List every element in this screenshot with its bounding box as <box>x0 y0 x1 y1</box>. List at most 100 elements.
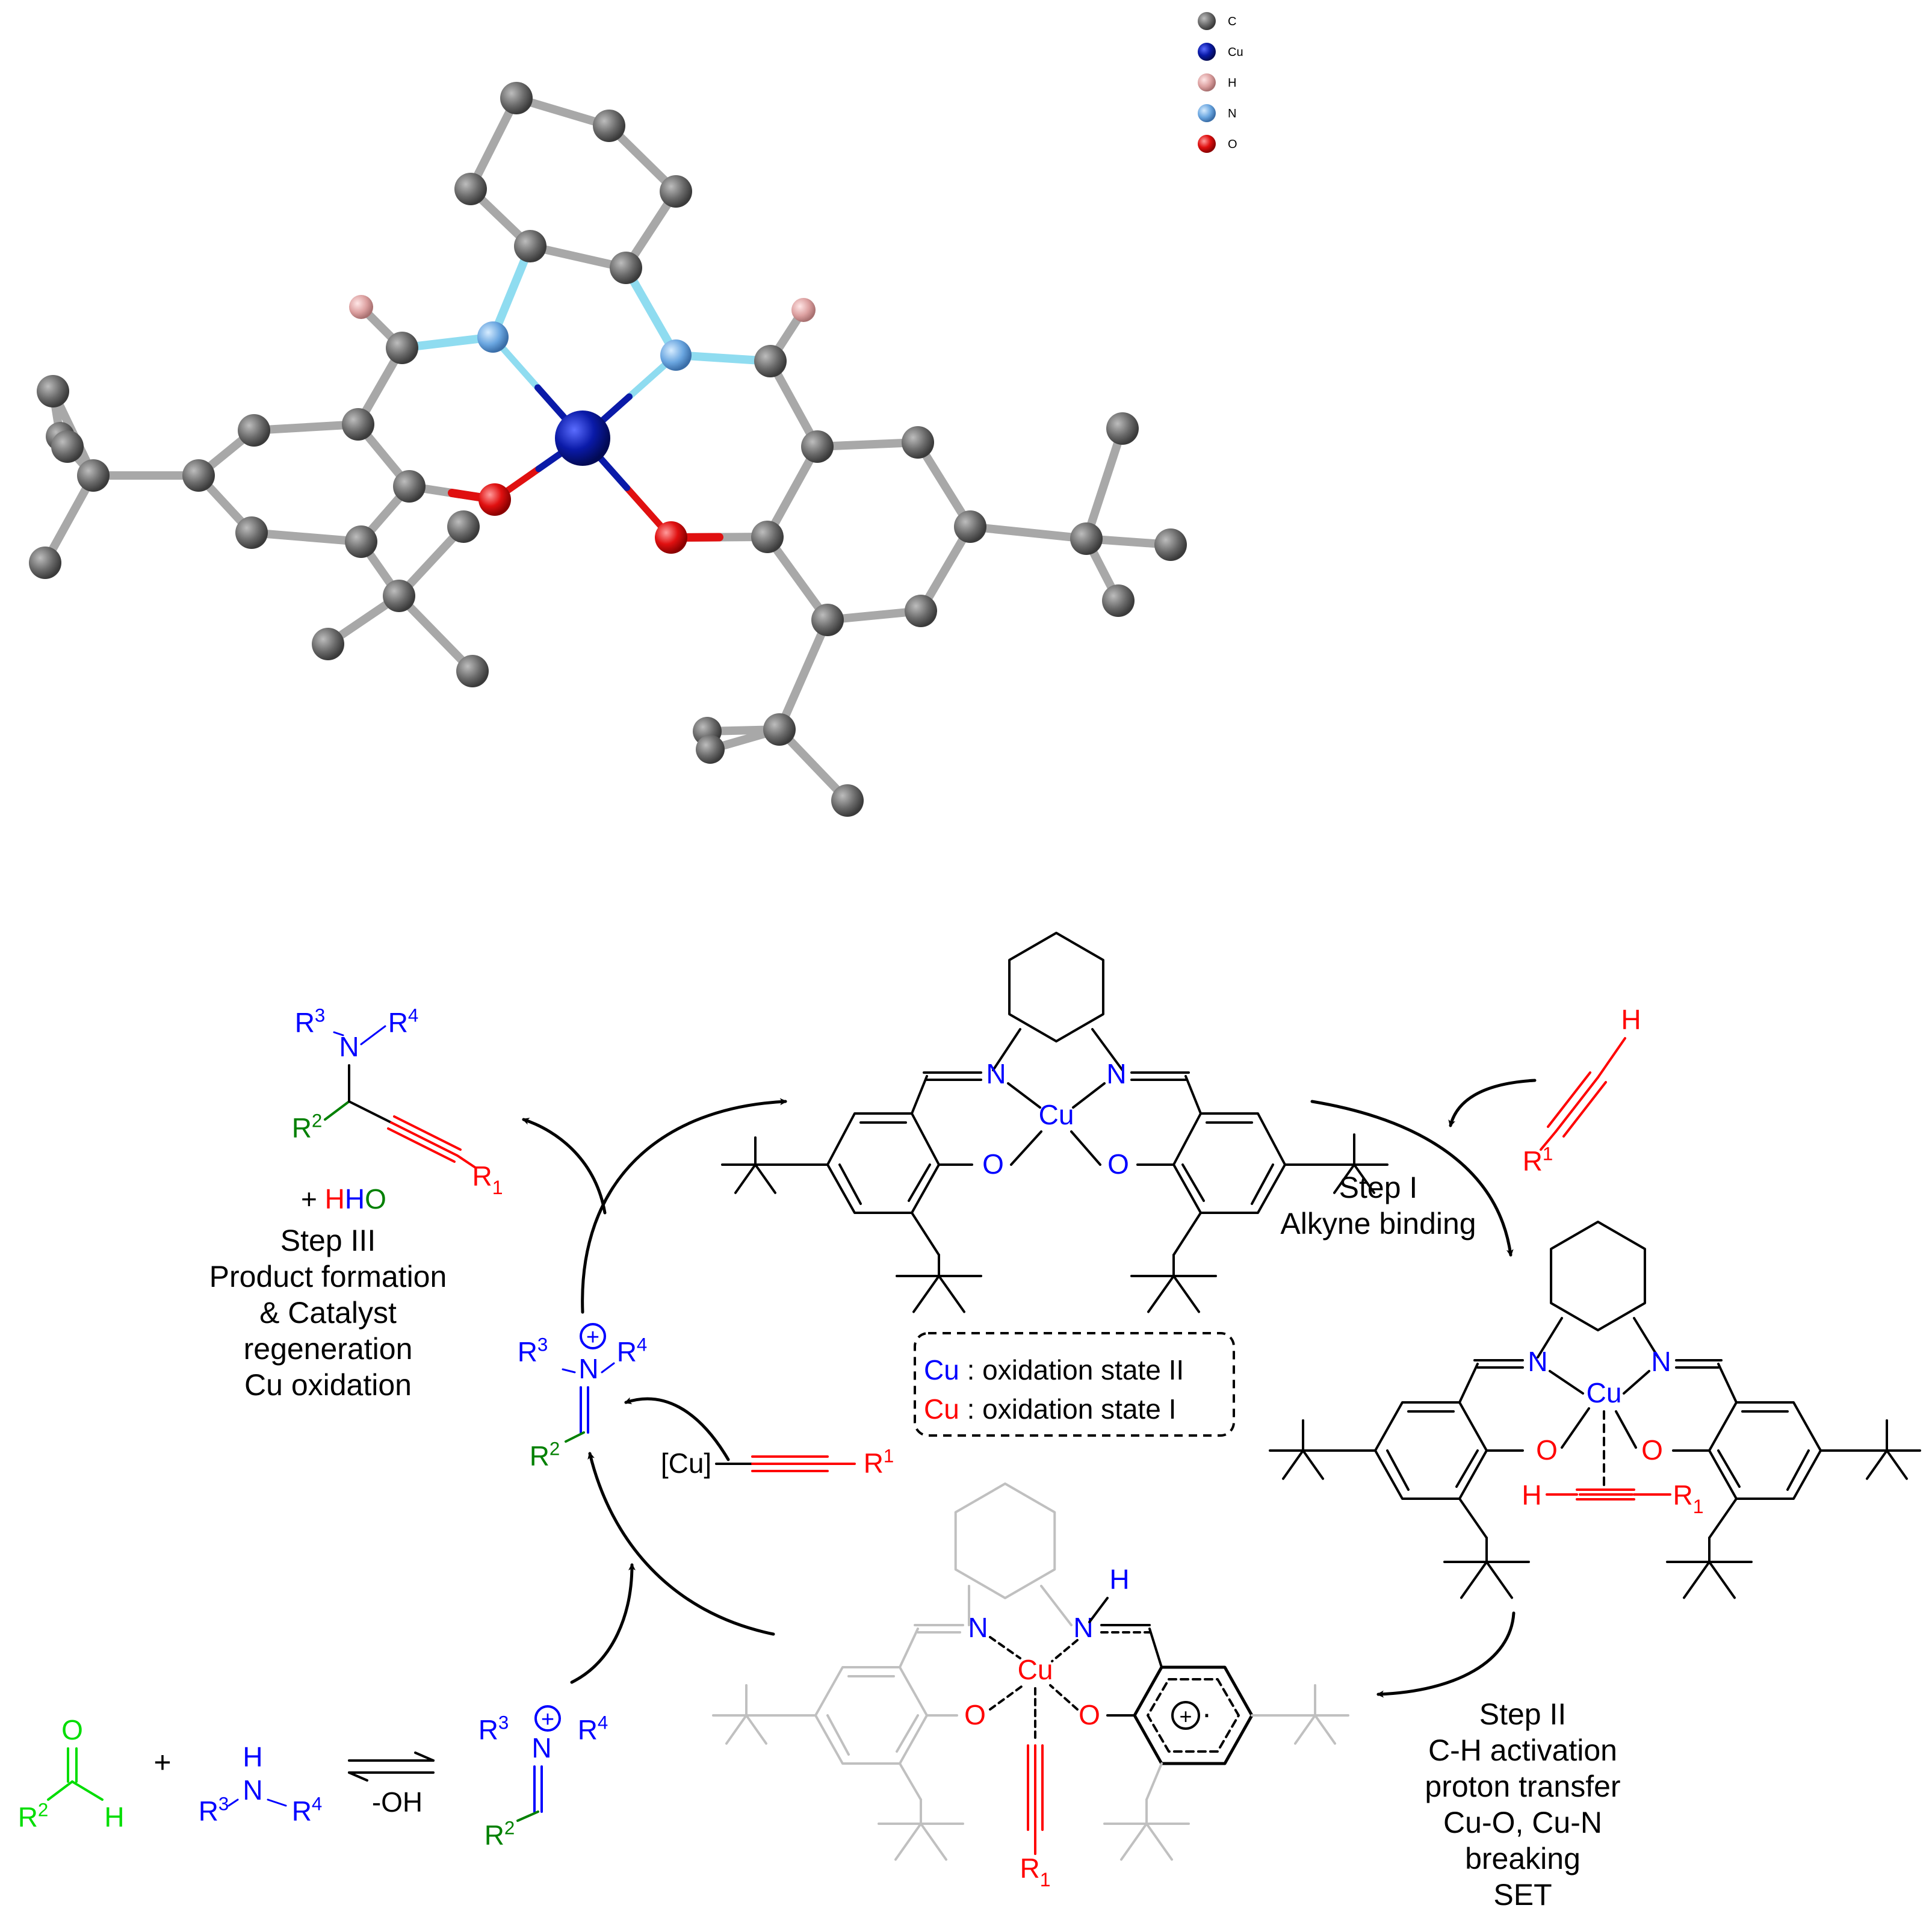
bond-line <box>1294 1714 1316 1745</box>
bond-line <box>826 1714 850 1756</box>
carbon-atom <box>514 230 546 262</box>
hydrogen-label: H <box>1522 1479 1541 1511</box>
water-byproduct-label: + HHO <box>301 1183 386 1215</box>
bond-line <box>1555 1076 1599 1133</box>
bond-line <box>989 1636 1021 1659</box>
ring <box>1550 1221 1646 1331</box>
carbon-atom <box>235 516 268 549</box>
svg-text:regeneration: regeneration <box>244 1332 413 1366</box>
bond <box>526 242 630 272</box>
oxygen-label: O <box>1641 1434 1663 1466</box>
svg-text:Step I: Step I <box>1339 1171 1418 1204</box>
bond <box>917 522 974 615</box>
carbon-atom <box>1154 528 1187 561</box>
oxygen-label: O <box>1536 1434 1558 1466</box>
carbon-atom <box>1102 584 1135 617</box>
svg-text:+ HHO: + HHO <box>301 1183 386 1215</box>
bond-line <box>1088 1597 1109 1623</box>
r-group-label: R4 <box>292 1794 323 1827</box>
bond-line <box>1717 1449 1741 1488</box>
reaction-arrow <box>570 1563 636 1684</box>
r-group-label: R2 <box>18 1800 49 1833</box>
bond <box>966 522 1091 543</box>
bond-line <box>754 1163 776 1194</box>
bond-line <box>1010 1130 1042 1166</box>
legend-label: N <box>1228 107 1236 120</box>
bond-line <box>912 1275 940 1313</box>
carbon-atom <box>610 252 642 284</box>
bond <box>622 264 680 359</box>
bond-line <box>989 1684 1024 1711</box>
ring <box>1133 1665 1254 1765</box>
oxygen-atom <box>478 483 511 516</box>
carbon-atom <box>447 510 480 543</box>
bond-line <box>601 1362 615 1374</box>
carbon-atom <box>811 604 844 636</box>
r-group-label: R3 <box>295 1005 326 1038</box>
bond-line <box>911 1075 928 1115</box>
carbon-atom <box>905 595 937 627</box>
bond-line <box>1708 1561 1736 1599</box>
bond <box>763 442 822 541</box>
bond-line <box>1455 1449 1479 1488</box>
bond-line <box>899 1762 922 1801</box>
bond <box>775 725 852 805</box>
step-1-label: Step I Alkyne binding <box>1280 1171 1476 1240</box>
nitrogen-label: N <box>1073 1612 1093 1643</box>
bond-line <box>1561 1407 1590 1449</box>
bond <box>813 438 922 451</box>
reaction-arrow <box>522 1118 607 1215</box>
ring <box>826 1112 940 1214</box>
oxidation-line-1: Cu : oxidation state II <box>924 1354 1184 1386</box>
bond <box>914 438 974 531</box>
bond-line <box>414 1751 435 1762</box>
bond-line <box>1633 1317 1659 1358</box>
bond-line <box>393 1115 462 1151</box>
carbon-atom <box>660 175 692 208</box>
copper-acetylide: [Cu]R1 <box>661 1446 894 1479</box>
nitrogen-label: N <box>339 1031 359 1062</box>
bond-line <box>1314 1714 1336 1745</box>
r-group-label: R1 <box>1673 1479 1703 1517</box>
nitrogen-label: N <box>1528 1346 1547 1377</box>
bond-line <box>1540 1130 1557 1151</box>
carbon-atom <box>393 470 426 503</box>
bond-line <box>920 1823 947 1861</box>
nitrogen-label: N <box>243 1774 262 1806</box>
carbon-atom <box>1106 412 1139 445</box>
hydrogen-label: H <box>1621 1004 1641 1035</box>
bond-line <box>1353 1163 1375 1194</box>
bond-line <box>911 1212 940 1256</box>
bond-line <box>745 1714 767 1745</box>
bond <box>250 420 362 435</box>
nitrogen-label: N <box>578 1353 598 1384</box>
nitrogen-atom <box>477 321 509 353</box>
legend-label: O <box>1228 138 1237 151</box>
bond-line <box>1597 1037 1626 1079</box>
carbon-atom <box>238 414 270 447</box>
bond <box>466 94 521 193</box>
carbon-atom <box>1070 522 1103 555</box>
bond <box>489 242 534 341</box>
reaction-arrow <box>587 1452 775 1636</box>
r-group-label: R1 <box>864 1446 894 1479</box>
svg-text:Product formation: Product formation <box>209 1260 447 1293</box>
bond <box>775 616 832 734</box>
copper-label: Cu <box>1018 1654 1053 1685</box>
bond-line <box>228 1798 239 1807</box>
ring <box>954 1482 1056 1599</box>
r-group-label: R1 <box>1523 1144 1553 1177</box>
carbon-atom <box>954 510 986 543</box>
ring <box>1374 1401 1488 1500</box>
r-group-label: R3 <box>199 1794 229 1827</box>
carbon-atom <box>383 580 415 612</box>
bond-line <box>1458 1498 1488 1539</box>
legend-swatch <box>1198 104 1216 122</box>
bond-line <box>1333 1163 1355 1194</box>
bond-line <box>1072 1082 1106 1109</box>
bond-line <box>1251 1163 1274 1205</box>
svg-text:Step III: Step III <box>280 1224 376 1257</box>
legend-swatch <box>1198 135 1216 153</box>
